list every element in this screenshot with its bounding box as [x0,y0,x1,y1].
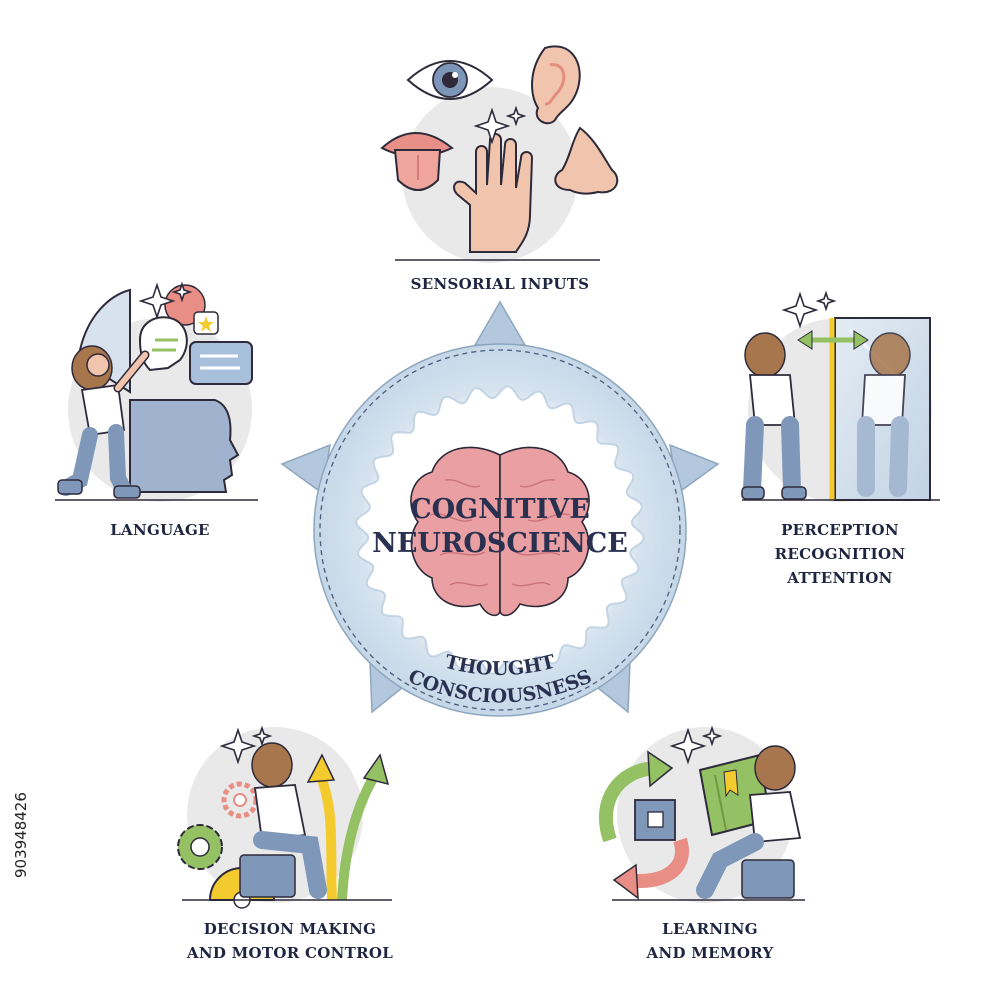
sensorial-label: SENSORIAL INPUTS [410,275,590,293]
perception-line1: PERCEPTION [781,521,899,539]
perception-illustration [741,290,940,502]
central-hub [280,300,720,717]
decision-illustration [177,725,392,909]
cycle-arrows-icon [598,750,689,900]
person-figure [57,345,150,499]
label-sensorial-inputs: SENSORIAL INPUTS [370,272,630,296]
ear-icon [531,45,581,125]
label-perception: PERCEPTION RECOGNITION ATTENTION [740,518,940,590]
sparkle-icon [781,290,837,329]
dashed-ring [319,349,681,711]
label-language: LANGUAGE [60,518,260,542]
brain-icon [410,446,590,617]
center-title-line2: NEUROSCIENCE [372,528,628,559]
learning-illustration [598,725,805,903]
stock-id-text: 903948426 [12,792,30,878]
label-learning: LEARNING AND MEMORY [600,917,820,965]
learning-line2: AND MEMORY [646,944,774,962]
language-label: LANGUAGE [110,521,210,539]
sparkle-icon [473,105,527,145]
head-silhouette [129,399,240,493]
perception-line3: ATTENTION [787,569,893,587]
sensorial-inputs-illustration [380,45,619,263]
decision-line1: DECISION MAKING [203,920,377,938]
growth-arrows-icon [306,753,390,901]
language-illustration [55,281,258,502]
person-figure [696,745,802,899]
sparkle-icon [138,281,193,320]
label-decision: DECISION MAKING AND MOTOR CONTROL [160,917,420,965]
sparkle-icon [219,725,273,765]
nose-icon [554,126,619,195]
decision-line2: AND MOTOR CONTROL [186,944,394,962]
perception-line2: RECOGNITION [774,545,906,563]
reflection-figure [857,332,911,497]
puzzle-icon [634,799,676,841]
center-title-line1: COGNITIVE [410,494,590,525]
hand-icon [453,133,534,253]
person-figure [239,742,327,899]
gear-icon [177,824,223,870]
sparkle-icon [669,725,723,765]
mouth-icon [380,132,454,191]
eye-icon [406,60,494,100]
learning-line1: LEARNING [662,920,758,938]
radiating-arrows [280,300,720,714]
arrow-up [473,300,527,346]
person-figure [741,332,807,500]
center-title: COGNITIVE NEUROSCIENCE [360,493,640,561]
double-arrow-icon [797,330,869,350]
